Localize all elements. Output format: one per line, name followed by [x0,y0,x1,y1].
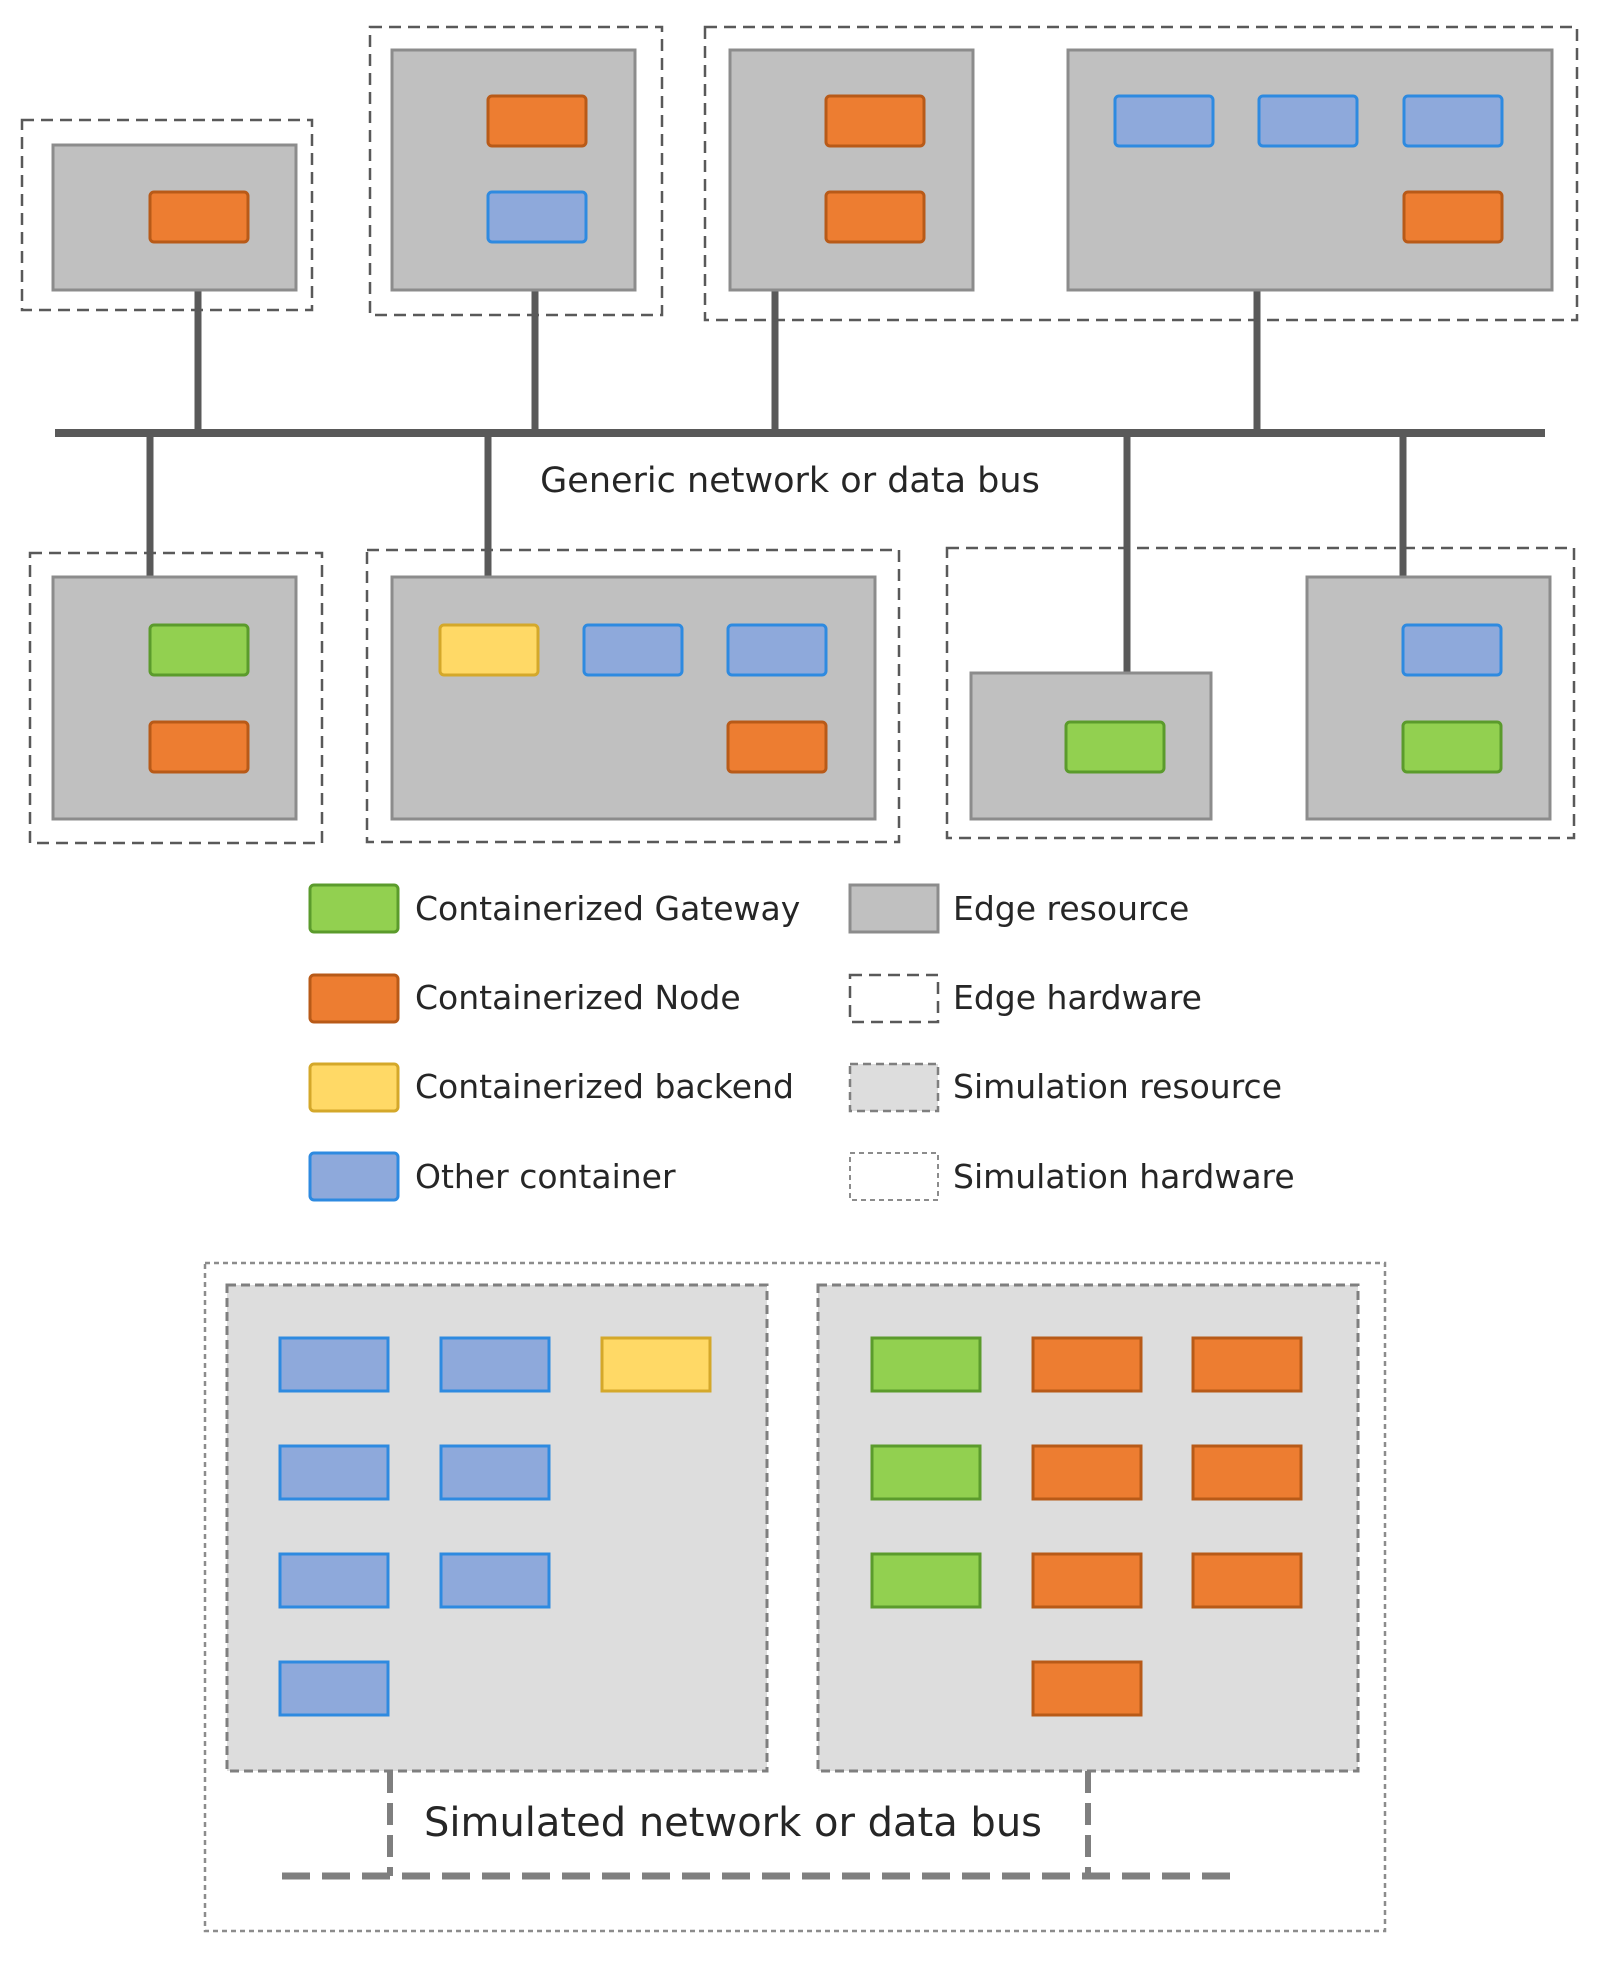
edge-resource [390,48,637,292]
containerized-node [148,720,250,774]
legend-swatch-backend [308,1062,400,1113]
edge-resource [728,48,975,292]
containerized-gateway [870,1336,982,1393]
legend-label-backend: Containerized backend [415,1067,794,1106]
legend-label-edge-hardware: Edge hardware [953,978,1202,1017]
other-container [278,1444,390,1501]
other-container [439,1336,551,1393]
other-container [1113,94,1215,148]
other-container [278,1660,390,1717]
containerized-node [1191,1444,1303,1501]
edge-hardware [703,25,1579,322]
containerized-gateway [148,623,250,677]
other-container [1257,94,1359,148]
simulation-hardware [203,1261,1387,1933]
edge-hardware [368,25,664,317]
edge-hardware [365,548,901,844]
legend: Containerized Gateway Containerized Node… [308,883,1295,1202]
legend-label-other: Other container [415,1157,676,1196]
containerized-node [1031,1444,1143,1501]
containerized-node [1402,190,1504,244]
other-container [582,623,684,677]
legend-label-node: Containerized Node [415,978,741,1017]
legend-swatch-sim-hardware [849,1152,939,1201]
containerized-node [1031,1552,1143,1609]
other-container [1402,94,1504,148]
containerized-node [486,94,588,148]
edge-resource [390,575,877,821]
legend-label-sim-resource: Simulation resource [953,1067,1282,1106]
containerized-node [726,720,828,774]
legend-swatch-sim-resource [848,1062,940,1113]
edge-hardware [28,551,324,845]
containerized-gateway [1064,720,1166,774]
other-container [278,1336,390,1393]
other-container [439,1444,551,1501]
other-container [486,190,588,244]
containerized-node [824,94,926,148]
containerized-node [1031,1660,1143,1717]
legend-label-gateway: Containerized Gateway [415,889,800,928]
other-container [1401,623,1503,677]
containerized-gateway [870,1552,982,1609]
containerized-node [148,190,250,244]
containerized-node [1191,1336,1303,1393]
edge-resource [1305,575,1552,821]
legend-swatch-edge-hardware [848,973,940,1024]
legend-swatch-node [308,973,400,1024]
legend-label-sim-hardware: Simulation hardware [953,1157,1295,1196]
containerized-node [824,190,926,244]
other-container [439,1552,551,1609]
containerized-backend [600,1336,712,1393]
containerized-node [1191,1552,1303,1609]
edge-resource [1066,48,1554,292]
edge-resource [51,575,298,821]
containerized-gateway [870,1444,982,1501]
legend-swatch-edge-resource [848,883,940,934]
simulated-bus-label: Simulated network or data bus [424,1800,1042,1846]
other-container [726,623,828,677]
legend-swatch-gateway [308,883,400,934]
generic-bus-label: Generic network or data bus [540,461,1040,501]
legend-swatch-other [308,1151,400,1202]
containerized-node [1031,1336,1143,1393]
other-container [278,1552,390,1609]
containerized-backend [438,623,540,677]
edge-hardware [20,118,314,312]
legend-label-edge-resource: Edge resource [953,889,1189,928]
edge-hardware [945,546,1576,840]
containerized-gateway [1401,720,1503,774]
